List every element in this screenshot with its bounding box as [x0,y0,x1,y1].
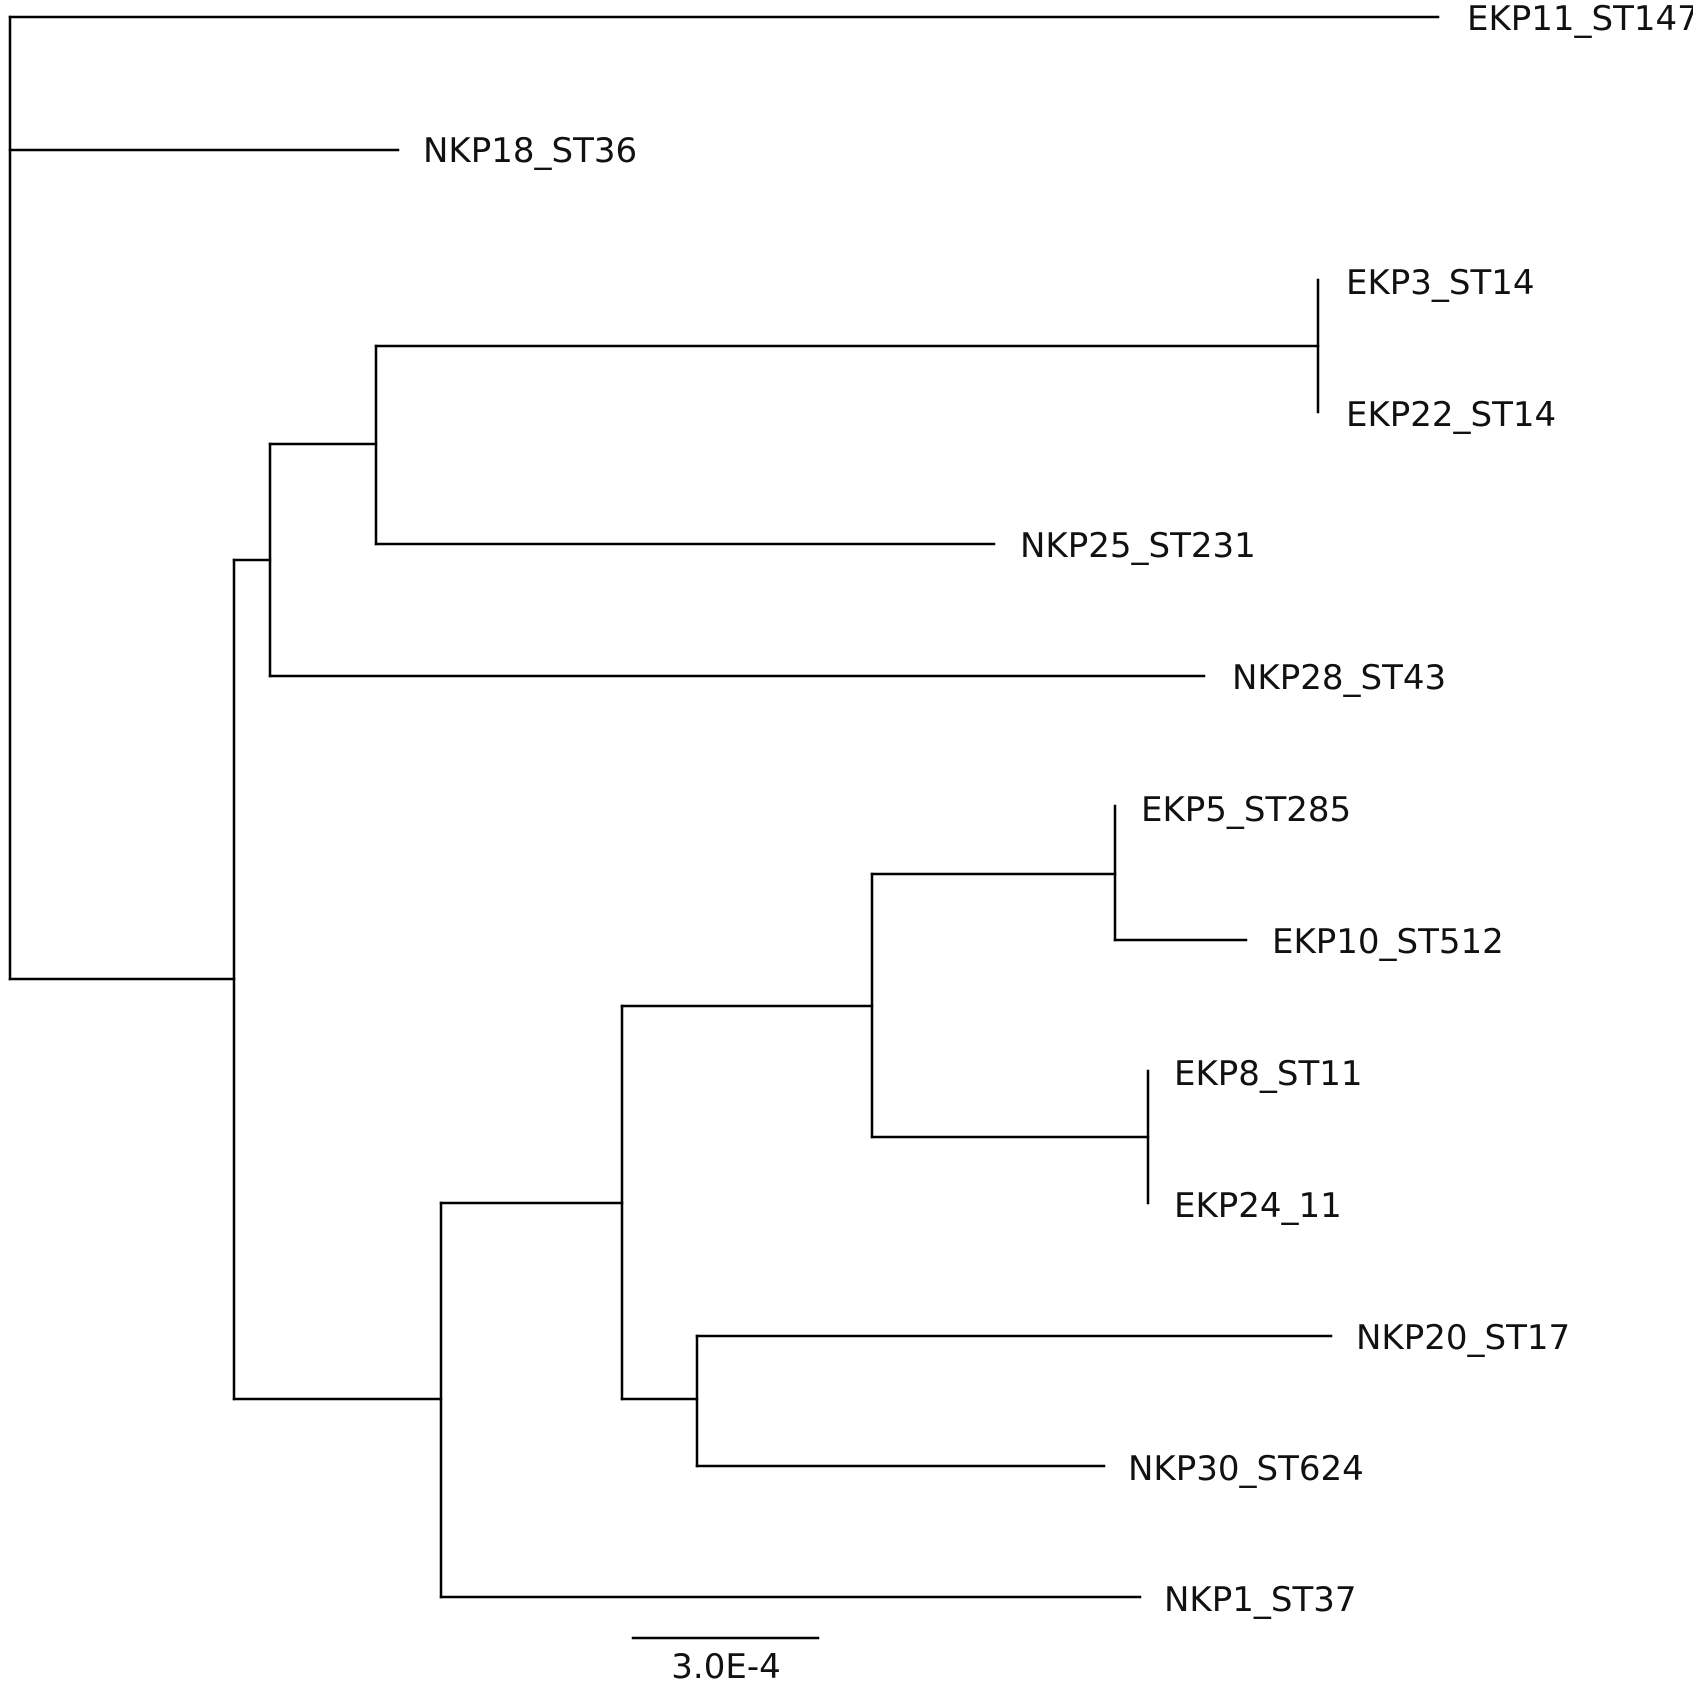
leaf-label-ekp3-st14: EKP3_ST14 [1346,263,1535,303]
leaf-label-ekp5-st285: EKP5_ST285 [1141,790,1351,830]
leaf-label-nkp20-st17: NKP20_ST17 [1356,1318,1570,1358]
leaf-label-ekp24-11: EKP24_11 [1174,1186,1342,1226]
leaf-label-nkp1-st37: NKP1_ST37 [1164,1580,1356,1620]
tree-branches [8,15,1440,1599]
leaf-label-ekp10-st512: EKP10_ST512 [1272,922,1504,962]
leaf-label-nkp28-st43: NKP28_ST43 [1232,658,1446,698]
leaf-label-ekp22-st14: EKP22_ST14 [1346,395,1556,435]
leaf-label-ekp11-st147: EKP11_ST147 [1467,0,1693,39]
leaf-label-nkp18-st36: NKP18_ST36 [423,131,637,171]
leaf-label-nkp30-st624: NKP30_ST624 [1128,1449,1364,1489]
scale-bar-label: 3.0E-4 [671,1647,780,1684]
scale-bar: 3.0E-4 [631,1636,820,1684]
leaf-label-ekp8-st11: EKP8_ST11 [1174,1054,1363,1094]
leaf-labels: EKP11_ST147 NKP18_ST36 EKP3_ST14 EKP22_S… [423,0,1693,1620]
leaf-label-nkp25-st231: NKP25_ST231 [1020,526,1256,566]
